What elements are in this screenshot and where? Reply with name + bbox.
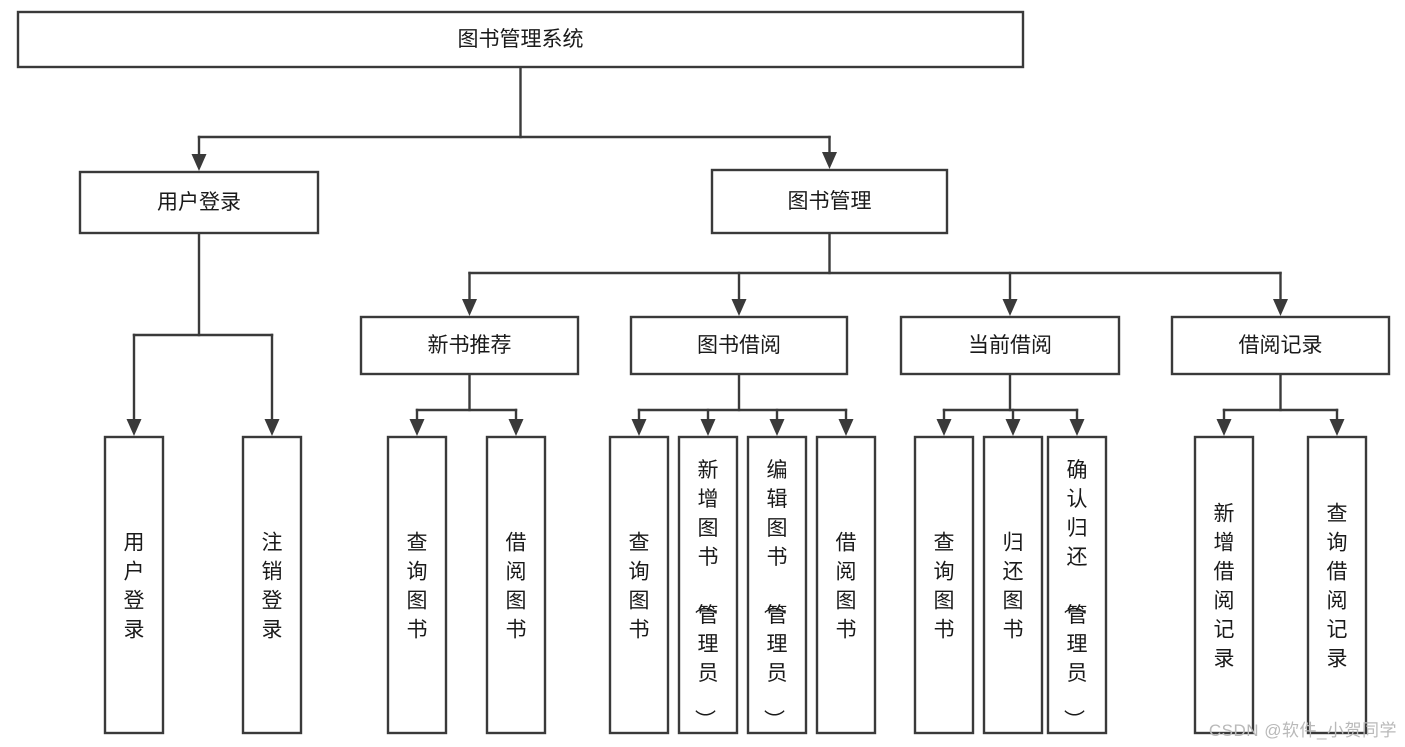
node-box-leaf-return-book (982, 435, 1044, 735)
connector-group-borrow-record (1216, 372, 1345, 436)
node-label-borrow-record: 借阅记录 (1239, 334, 1323, 357)
node-label-book-management: 图书管理 (788, 190, 872, 213)
node-box-current-borrow (899, 315, 1121, 376)
node-book-borrow[interactable]: 图书借阅 (629, 315, 849, 376)
node-leaf-add-borrow-record[interactable]: 新增借阅记录 (1193, 435, 1255, 735)
arrow-head-icon (1216, 419, 1232, 436)
node-leaf-confirm-return[interactable]: 确认归还（管理员） (1046, 435, 1108, 735)
node-box-leaf-add-book (677, 435, 739, 735)
node-leaf-add-book[interactable]: 新增图书（管理员） (677, 435, 739, 735)
node-leaf-query-book-2[interactable]: 查询图书 (608, 435, 670, 735)
node-box-book-management (710, 168, 949, 235)
node-leaf-query-borrow-record[interactable]: 查询借阅记录 (1306, 435, 1368, 735)
node-label-leaf-logout: 注销登录 (262, 532, 283, 642)
arrow-head-icon (838, 419, 854, 436)
node-box-leaf-user-login (103, 435, 165, 735)
node-label-user-login: 用户登录 (157, 191, 241, 214)
arrow-head-icon (409, 419, 425, 436)
node-root[interactable]: 图书管理系统 (16, 10, 1025, 69)
node-box-leaf-query-book-1 (386, 435, 448, 735)
node-label-leaf-edit-book: 编辑图书（管理员） (762, 459, 788, 730)
arrow-head-icon (462, 299, 477, 316)
arrow-head-icon (1005, 419, 1021, 436)
arrow-head-icon (264, 419, 280, 436)
connector-group-new-book-recommend (409, 372, 524, 436)
node-box-borrow-record (1170, 315, 1391, 376)
node-leaf-query-book-1[interactable]: 查询图书 (386, 435, 448, 735)
watermark-label: CSDN @软件_小贺同学 (1208, 721, 1397, 740)
node-box-leaf-add-borrow-record (1193, 435, 1255, 735)
node-box-leaf-borrow-book-2 (815, 435, 877, 735)
node-label-leaf-confirm-return: 确认归还（管理员） (1062, 459, 1088, 730)
node-leaf-borrow-book-2[interactable]: 借阅图书 (815, 435, 877, 735)
connector-group-root (191, 65, 837, 171)
connector-group-book-borrow (631, 372, 854, 436)
node-leaf-logout[interactable]: 注销登录 (241, 435, 303, 735)
arrow-head-icon (822, 152, 837, 169)
node-box-leaf-borrow-book-1 (485, 435, 547, 735)
arrow-head-icon (700, 419, 716, 436)
node-label-root: 图书管理系统 (458, 28, 584, 51)
node-current-borrow[interactable]: 当前借阅 (899, 315, 1121, 376)
node-leaf-borrow-book-1[interactable]: 借阅图书 (485, 435, 547, 735)
node-box-leaf-query-book-2 (608, 435, 670, 735)
node-label-leaf-query-book-1: 查询图书 (407, 532, 428, 642)
node-label-leaf-add-book: 新增图书（管理员） (693, 459, 719, 730)
arrow-head-icon (1069, 419, 1085, 436)
node-box-new-book-recommend (359, 315, 580, 376)
node-label-leaf-return-book: 归还图书 (1003, 532, 1024, 642)
arrow-head-icon (731, 299, 747, 316)
node-label-book-borrow: 图书借阅 (697, 334, 781, 357)
node-box-leaf-query-borrow-record (1306, 435, 1368, 735)
arrow-head-icon (631, 419, 647, 436)
connectors-layer (126, 65, 1345, 436)
node-box-leaf-confirm-return (1046, 435, 1108, 735)
node-box-leaf-logout (241, 435, 303, 735)
arrow-head-icon (1273, 299, 1288, 316)
arrow-head-icon (1002, 299, 1018, 316)
arrow-head-icon (769, 419, 785, 436)
connector-group-user-login (126, 231, 280, 436)
node-leaf-edit-book[interactable]: 编辑图书（管理员） (746, 435, 808, 735)
node-leaf-query-book-3[interactable]: 查询图书 (913, 435, 975, 735)
connector-group-book-management (462, 231, 1288, 316)
node-new-book-recommend[interactable]: 新书推荐 (359, 315, 580, 376)
node-borrow-record[interactable]: 借阅记录 (1170, 315, 1391, 376)
node-box-leaf-edit-book (746, 435, 808, 735)
node-label-leaf-query-borrow-record: 查询借阅记录 (1327, 503, 1348, 671)
nodes-layer: 图书管理系统用户登录图书管理新书推荐图书借阅当前借阅借阅记录用户登录注销登录查询… (16, 10, 1391, 735)
node-leaf-user-login[interactable]: 用户登录 (103, 435, 165, 735)
node-user-login[interactable]: 用户登录 (78, 170, 320, 235)
arrow-head-icon (1329, 419, 1345, 436)
node-box-root (16, 10, 1025, 69)
connector-group-current-borrow (936, 372, 1085, 436)
node-label-leaf-query-book-2: 查询图书 (629, 532, 650, 642)
node-label-leaf-query-book-3: 查询图书 (934, 532, 955, 642)
node-box-book-borrow (629, 315, 849, 376)
node-label-leaf-add-borrow-record: 新增借阅记录 (1214, 503, 1235, 671)
arrow-head-icon (508, 419, 524, 436)
node-label-leaf-user-login: 用户登录 (124, 532, 145, 642)
node-label-leaf-borrow-book-1: 借阅图书 (506, 532, 527, 642)
node-box-user-login (78, 170, 320, 235)
arrow-head-icon (191, 154, 207, 171)
node-box-leaf-query-book-3 (913, 435, 975, 735)
node-leaf-return-book[interactable]: 归还图书 (982, 435, 1044, 735)
node-label-current-borrow: 当前借阅 (968, 334, 1052, 357)
node-label-new-book-recommend: 新书推荐 (428, 334, 512, 357)
node-label-leaf-borrow-book-2: 借阅图书 (836, 532, 857, 642)
arrow-head-icon (126, 419, 142, 436)
node-book-management[interactable]: 图书管理 (710, 168, 949, 235)
arrow-head-icon (936, 419, 952, 436)
